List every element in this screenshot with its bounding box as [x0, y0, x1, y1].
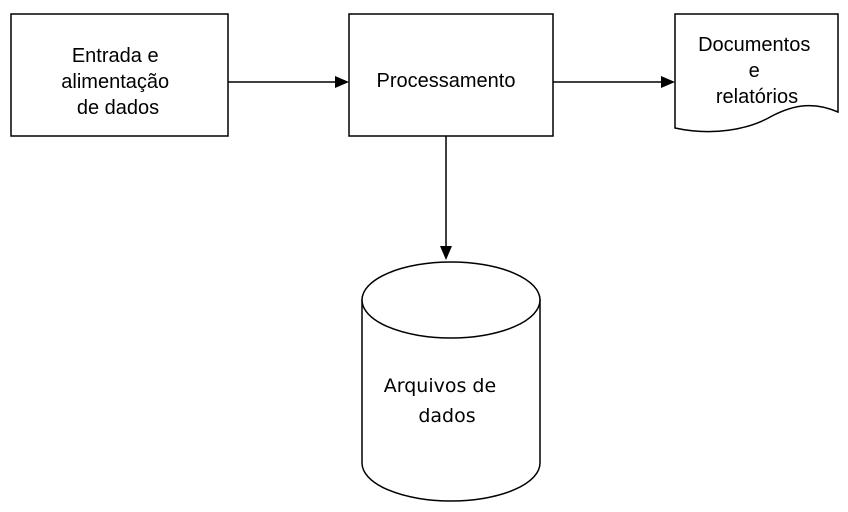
processing-label-line-1: Processamento	[377, 70, 516, 92]
data-input-label-line-2: alimentação	[61, 71, 169, 93]
processing-box	[348, 13, 554, 137]
arrowhead-icon	[661, 76, 675, 88]
arrowhead-icon	[335, 76, 349, 88]
data-input-label: Entrada e alimentação de dados	[61, 45, 174, 119]
documents-label-line-2: e	[749, 60, 760, 82]
edge-processing-to-data-files	[440, 136, 452, 260]
data-input-label-line-1: Entrada e	[72, 45, 159, 67]
node-documents-reports: Documentos e relatórios	[674, 13, 839, 133]
documents-label-line-1: Documentos	[698, 34, 810, 56]
node-data-files: Arquivos de dados	[361, 261, 541, 502]
processing-label: Processamento	[377, 70, 516, 92]
data-input-label-line-3: de dados	[77, 97, 159, 119]
cylinder-body	[361, 299, 541, 502]
node-processing: Processamento	[348, 13, 554, 137]
edge-input-to-processing	[228, 76, 349, 88]
arrowhead-icon	[440, 246, 452, 260]
documents-label-line-3: relatórios	[716, 86, 798, 108]
edge-processing-to-documents	[553, 76, 675, 88]
documents-shape	[674, 13, 839, 133]
data-files-label: Arquivos de dados	[384, 375, 502, 427]
data-files-label-line-2: dados	[418, 405, 475, 427]
documents-label: Documentos e relatórios	[698, 34, 816, 108]
node-data-input: Entrada e alimentação de dados	[10, 13, 229, 137]
data-files-label-line-1: Arquivos de	[384, 375, 496, 397]
cylinder-top	[361, 261, 541, 339]
data-input-box	[10, 13, 229, 137]
